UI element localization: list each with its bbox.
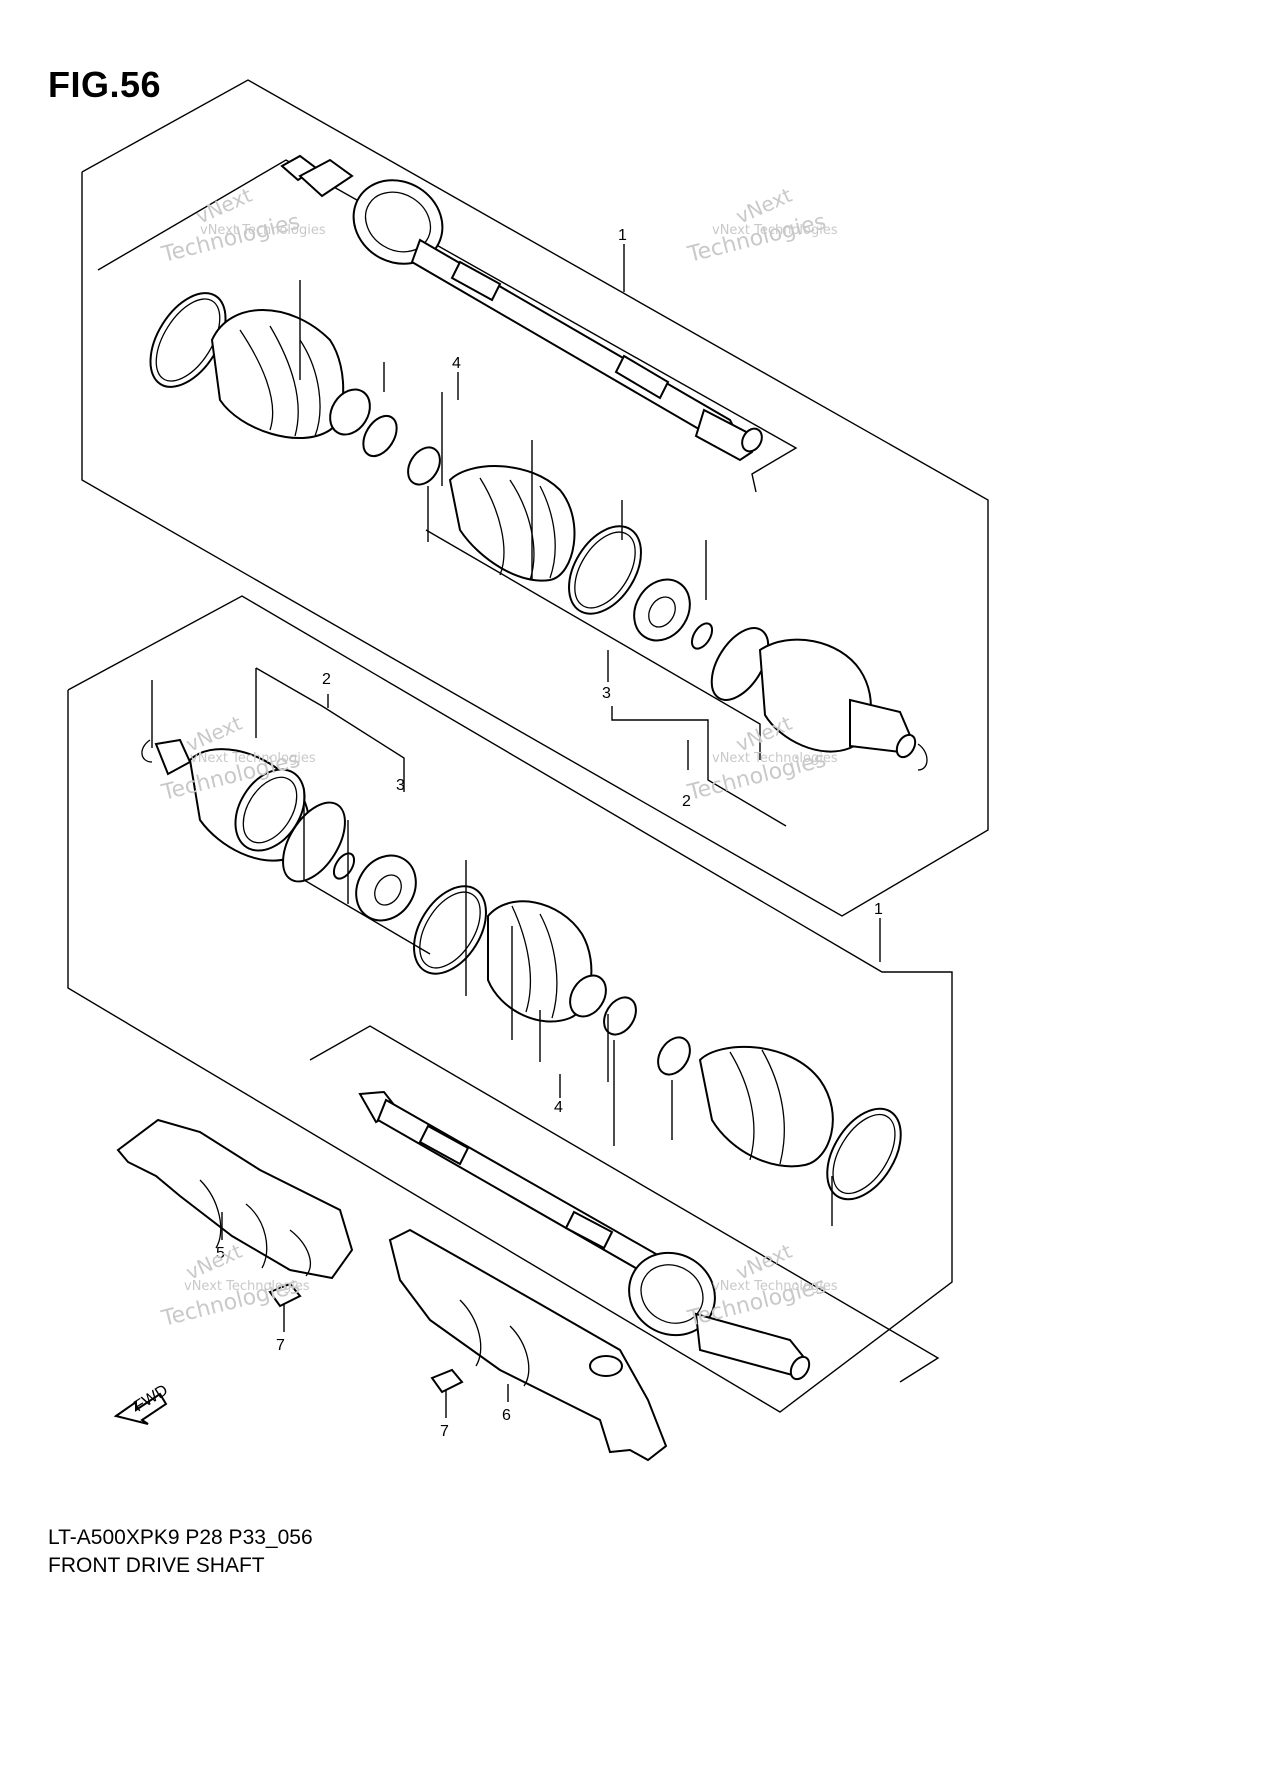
lower-drive-shaft	[358, 1090, 811, 1381]
figure-name-caption: FRONT DRIVE SHAFT	[48, 1554, 265, 1577]
svg-text:vNext Technologies: vNext Technologies	[184, 1279, 310, 1294]
upper-callout-lines	[299, 244, 787, 827]
callout-guard-left: 5	[216, 1245, 225, 1262]
svg-text:vNext Technologies: vNext Technologies	[712, 751, 838, 766]
figure-title: FIG.56	[48, 64, 162, 105]
guard-leaders	[221, 1212, 509, 1402]
lower-boot-kit	[413, 885, 902, 1201]
callout-lower-shaft: 1	[874, 901, 883, 918]
svg-text:vNext: vNext	[732, 711, 795, 757]
right-shaft-guard	[388, 1228, 668, 1462]
callout-upper-joint-ring: 2	[682, 793, 691, 810]
upper-boot-kit	[149, 292, 576, 582]
left-shaft-guard	[116, 1118, 354, 1280]
callout-upper-shaft: 1	[618, 227, 627, 244]
lower-joint-kit	[141, 738, 417, 922]
callout-bolt-left: 7	[276, 1337, 285, 1354]
callout-labels: 1 4 3 2 2 3 1 4 5 6 7 7	[216, 227, 883, 1440]
callout-lower-ring: 2	[322, 671, 331, 688]
callout-lower-boot-kit: 4	[554, 1099, 563, 1116]
svg-text:Technologies: Technologies	[158, 209, 302, 268]
callout-lower-joint-kit: 3	[396, 777, 405, 794]
svg-text:vNext Technologies: vNext Technologies	[190, 751, 316, 766]
svg-text:vNext Technologies: vNext Technologies	[712, 1279, 838, 1294]
bolt-right	[430, 1368, 464, 1418]
callout-upper-joint-kit: 3	[602, 685, 611, 702]
lower-callout-lines	[303, 694, 881, 1226]
arrow-left-down-icon: FWD	[113, 1382, 171, 1425]
watermark-1: vNext Technologies vNext Technologies	[158, 183, 325, 268]
svg-text:vNext Technologies: vNext Technologies	[200, 223, 326, 238]
svg-text:vNext: vNext	[182, 1239, 245, 1285]
bolt-left	[268, 1282, 302, 1332]
callout-guard-right: 6	[502, 1407, 511, 1424]
upper-assembly-frame	[81, 79, 989, 917]
lower-assembly-frame	[67, 595, 953, 1413]
upper-joint-kit	[568, 525, 928, 771]
svg-text:vNext Technologies: vNext Technologies	[712, 223, 838, 238]
callout-upper-boot-kit: 4	[452, 355, 461, 372]
callout-bolt-right: 7	[440, 1423, 449, 1440]
watermark-2: vNext Technologies vNext Technologies	[684, 183, 837, 268]
svg-text:vNext: vNext	[732, 1239, 795, 1285]
model-code-caption: LT-A500XPK9 P28 P33_056	[48, 1526, 313, 1549]
upper-drive-shaft	[280, 154, 763, 462]
